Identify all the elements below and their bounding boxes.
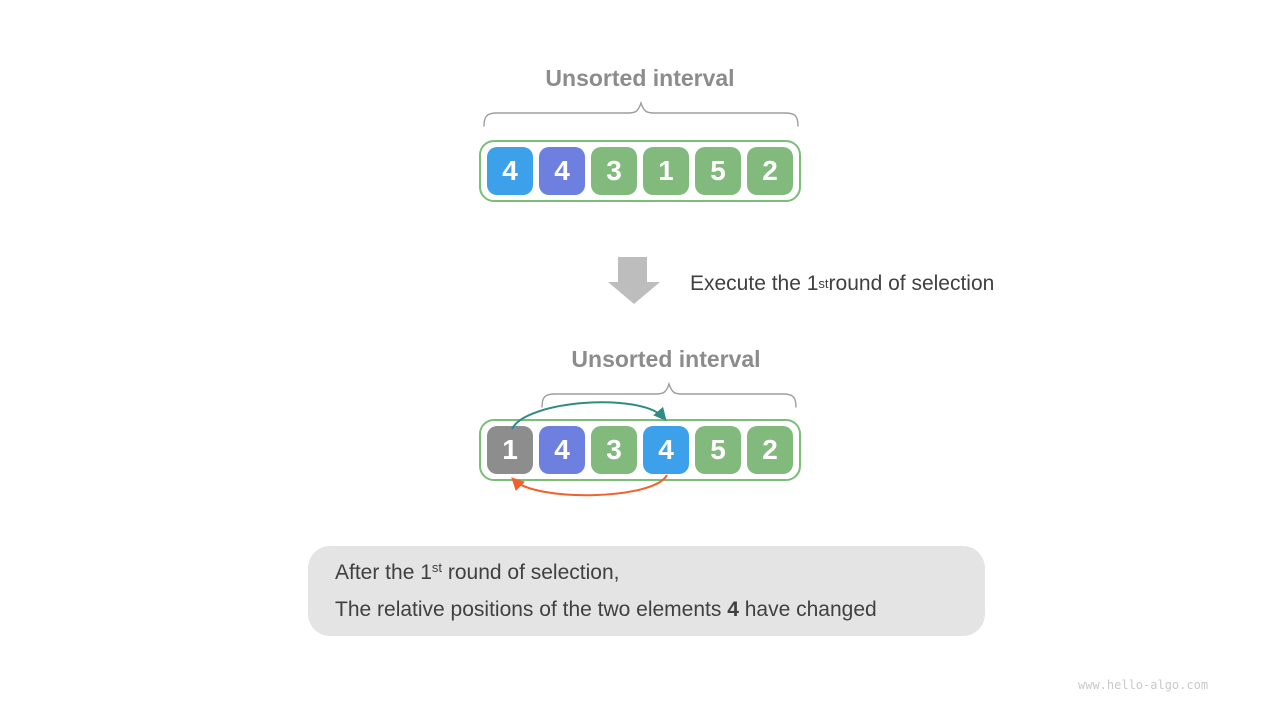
array-cell: 5 — [695, 147, 741, 195]
array-cell: 1 — [487, 426, 533, 474]
array-cell: 5 — [695, 426, 741, 474]
swap-arrows — [511, 401, 668, 497]
array-cell: 3 — [591, 426, 637, 474]
array-cell: 2 — [747, 147, 793, 195]
unsorted-interval-label-top: Unsorted interval — [545, 65, 735, 91]
note-line2-text-after: have changed — [738, 598, 877, 621]
watermark: www.hello-algo.com — [1078, 678, 1209, 692]
brace-icon — [483, 101, 799, 127]
note-line-1: After the 1st round of selection, — [335, 554, 985, 591]
array-cell: 4 — [539, 426, 585, 474]
note-ordinal-suffix: st — [431, 560, 443, 575]
note-line2-text: The relative positions of the two elemen… — [335, 598, 728, 621]
array-cell: 4 — [539, 147, 585, 195]
array-cell: 4 — [487, 147, 533, 195]
step-text-before: Execute the 1 — [690, 272, 819, 295]
array-cell: 1 — [643, 147, 689, 195]
note-box: After the 1st round of selection, The re… — [308, 546, 985, 636]
down-arrow-icon — [608, 257, 660, 304]
note-line-2: The relative positions of the two elemen… — [335, 591, 985, 628]
teal-swap-arrow-icon — [511, 401, 667, 430]
array-cell: 4 — [643, 426, 689, 474]
unsorted-interval-label-bottom: Unsorted interval — [571, 346, 761, 372]
orange-swap-arrow-icon — [511, 474, 668, 497]
brace-icon — [541, 382, 797, 408]
array-cell: 2 — [747, 426, 793, 474]
array-cell: 3 — [591, 147, 637, 195]
note-line1-text-after: round of selection, — [442, 561, 620, 584]
step-text-after: round of selection — [828, 272, 995, 295]
note-line1-text: After the 1 — [335, 561, 432, 584]
note-line2-emphasis: 4 — [727, 598, 739, 621]
